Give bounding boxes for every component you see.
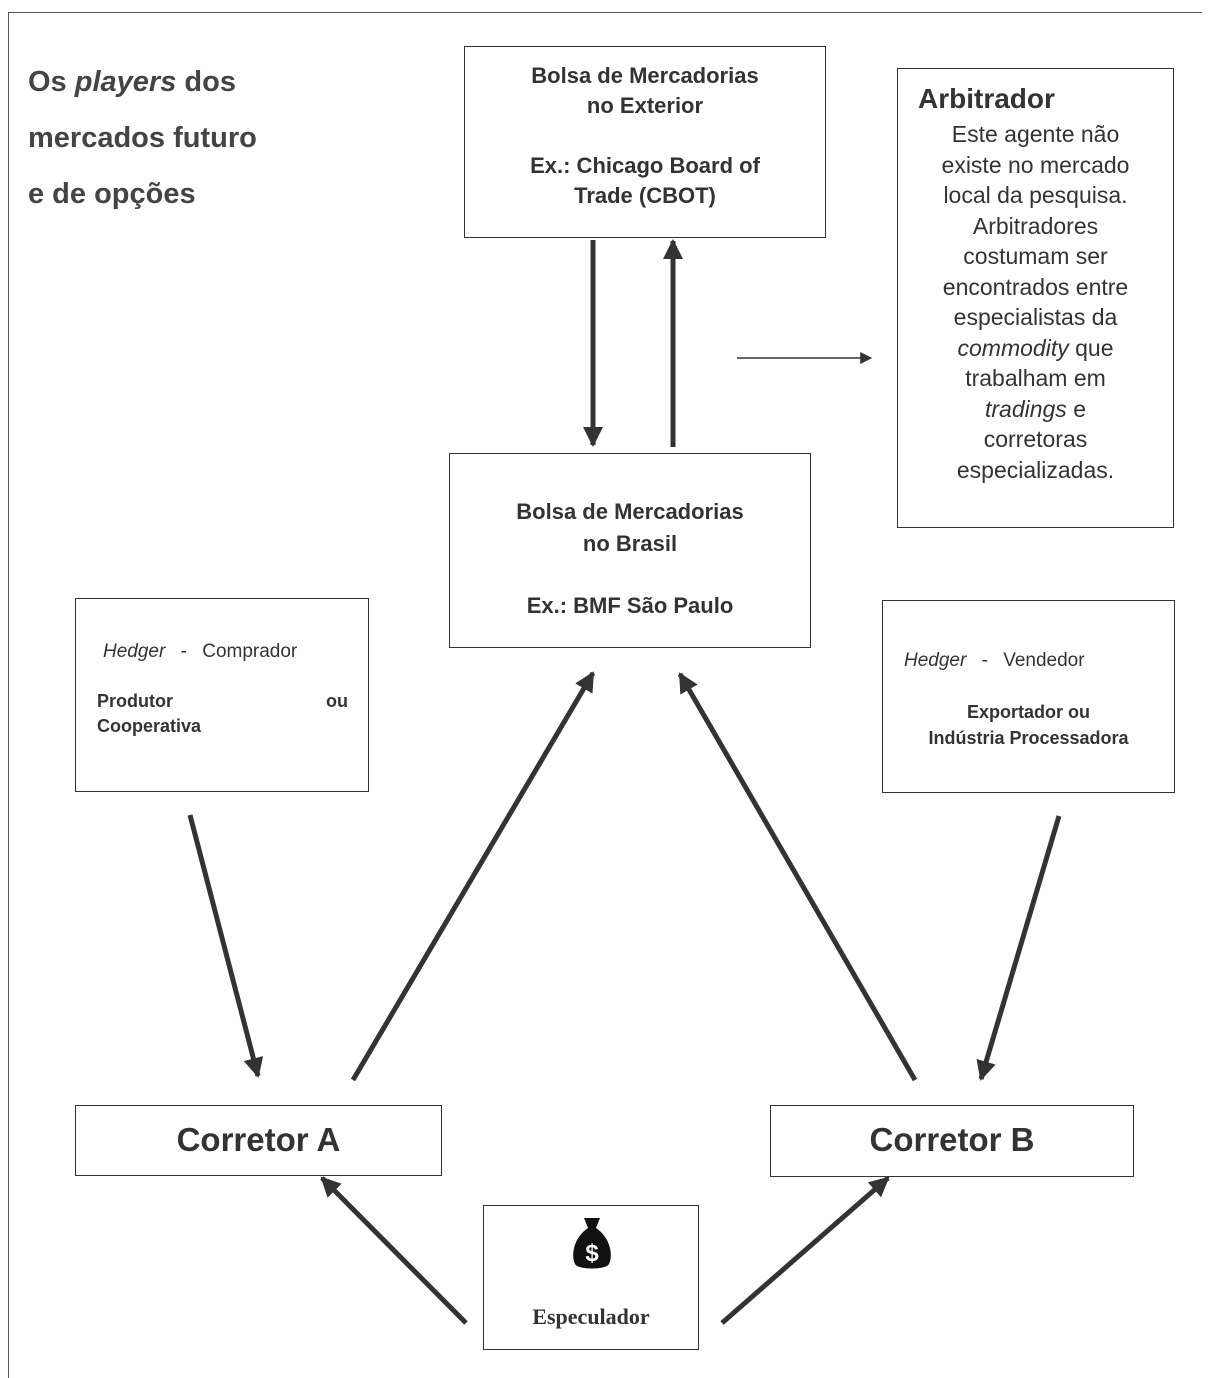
bolsa-brasil-box: Bolsa de Mercadorias no Brasil Ex.: BMF …: [449, 453, 811, 648]
arrow-especulador-to-corretor-b: [720, 1176, 890, 1325]
arbitrador-line: existe no mercado: [941, 151, 1130, 178]
arbitrador-line: especialistas da: [953, 304, 1118, 330]
corretor-b-box: Corretor B: [770, 1105, 1134, 1177]
arrow-corretor-b-to-brasil: [677, 672, 918, 1082]
arrow-vendedor-to-corretor-b: [976, 815, 1062, 1081]
arbitrador-line: commodity que: [957, 334, 1114, 361]
arbitrador-line: costumam ser: [963, 243, 1108, 269]
arrow-comprador-to-corretor-a: [187, 814, 264, 1078]
arbitrador-description: Este agente não existe no mercado local da…: [898, 119, 1173, 485]
arrow-corretor-a-to-brasil: [350, 671, 596, 1082]
arbitrador-line: local da pesquisa.: [943, 182, 1128, 208]
especulador-box: $ Especulador: [483, 1205, 699, 1350]
arbitrador-line: trabalham em: [965, 365, 1106, 391]
arbitrador-box: Arbitrador Este agente não existe no merc…: [897, 68, 1174, 528]
diagram-frame: [8, 12, 1202, 1378]
arbitrador-line: encontrados entre: [942, 273, 1129, 300]
arbitrador-line: Arbitradores: [972, 212, 1099, 239]
page-title: Os players dos mercados futuro e de opçõ…: [28, 66, 257, 210]
money-bag-icon: $: [573, 1218, 611, 1269]
especulador-label: Especulador: [532, 1304, 650, 1329]
hedger-comprador-box: Hedger - Comprador Produtor ou Cooperati…: [75, 598, 369, 792]
arbitrador-line: Este agente não: [951, 121, 1120, 147]
bolsa-exterior-box: Bolsa de Mercadorias no Exterior Ex.: Ch…: [464, 46, 826, 238]
hedger-vendedor-box: Hedger - Vendedor Exportador ou Indústri…: [882, 600, 1175, 793]
corretor-a-box: Corretor A: [75, 1105, 442, 1176]
arbitrador-line: corretoras: [983, 426, 1088, 452]
arbitrador-line: tradings e: [984, 395, 1086, 422]
svg-text:$: $: [585, 1240, 599, 1267]
arrow-especulador-to-corretor-a: [320, 1176, 468, 1325]
arbitrador-heading: Arbitrador: [918, 83, 1055, 114]
arbitrador-line: especializadas.: [956, 456, 1115, 483]
